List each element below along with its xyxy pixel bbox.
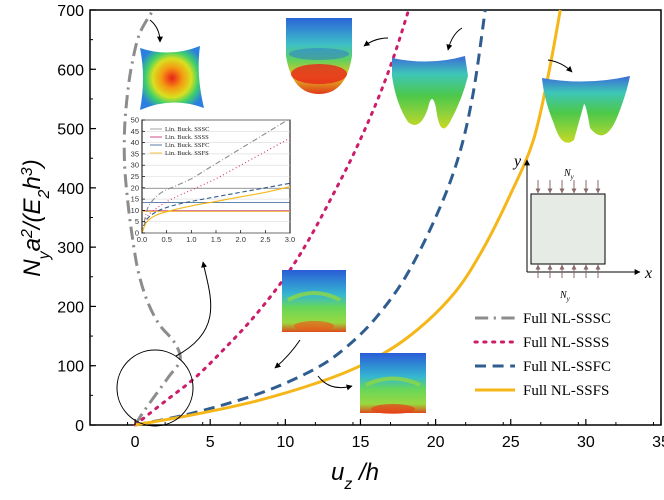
series-line-3 [134, 9, 562, 427]
deformed-plate-thumbnail-ssfs-low [360, 353, 426, 414]
x-tick-label: 20 [427, 434, 445, 451]
x-tick-label: 30 [577, 434, 595, 451]
deformed-plate-thumbnail-sssc [140, 46, 204, 110]
y-tick-label: 400 [57, 181, 84, 198]
x-tick-label: 25 [502, 434, 520, 451]
x-tick-label: 5 [206, 434, 215, 451]
inset-y-tick-label: 45 [131, 127, 139, 136]
inset-y-tick-label: 10 [131, 206, 139, 215]
arrow-sssc [149, 19, 163, 43]
series-line-2 [134, 9, 487, 427]
inset-y-tick-label: 5 [135, 217, 139, 226]
x-tick-label: 15 [352, 434, 370, 451]
plate-load-diagram: y x Ny Ny [512, 153, 652, 303]
x-axis-title: uz /h [331, 459, 379, 493]
arrow-ssfc-low [274, 339, 301, 369]
inset-series-line-2 [141, 182, 291, 234]
inset-legend-label: Lin. Buck. SSFC [165, 142, 209, 149]
main-ticks-group: 051015202530350100200300400500600700 [57, 3, 664, 451]
inset-x-tick-label: 3.0 [285, 235, 295, 244]
inset-ticks-group: 0.0 0.5 1.0 1.5 2.0 2.5 3.0 0 5 10 15 20 25 30 35 40 45 5… [131, 116, 296, 245]
y-tick-label: 500 [57, 122, 84, 139]
arrow-ssfc [446, 27, 463, 51]
x-tick-label: 35 [652, 434, 664, 451]
deformed-plate-thumbnail-ssfc-low [282, 270, 346, 332]
y-axis-title: Nya2/(E2h3) [19, 159, 53, 276]
series-line-1 [133, 8, 411, 427]
zoom-circle [116, 349, 194, 427]
inset-x-tick-label: 0.5 [161, 235, 171, 244]
inset-y-tick-label: 40 [131, 138, 139, 147]
diagram-y-label: y [512, 153, 522, 170]
y-tick-label: 300 [57, 240, 84, 257]
inset-legend-label: Lin. Buck. SSSC [165, 126, 209, 133]
inset-x-tick-label: 0.0 [137, 235, 147, 244]
inset-y-tick-label: 30 [131, 161, 139, 170]
inset-y-tick-label: 15 [131, 195, 139, 204]
zoom-arrow [175, 261, 212, 357]
inset-x-tick-label: 1.5 [211, 235, 221, 244]
inset-x-tick-label: 1.0 [186, 235, 196, 244]
legend-entry-label: Full NL-SSSC [523, 311, 611, 327]
y-tick-label: 700 [57, 3, 84, 20]
legend: Full NL-SSSC Full NL-SSSS Full NL-SSFC Full… [473, 311, 611, 399]
inset-series-line-3 [141, 186, 291, 234]
arrow-ssfs [547, 59, 573, 73]
y-tick-label: 100 [57, 359, 84, 376]
top-load-label: Ny [563, 168, 575, 181]
inset-series-line-0 [141, 119, 288, 234]
deformed-plate-thumbnail-ssfs [542, 76, 630, 143]
inset-legend-label: Lin. Buck. SSFS [165, 150, 209, 157]
y-tick-label: 600 [57, 62, 84, 79]
main-series-group [122, 8, 562, 427]
legend-entry-label: Full NL-SSFS [523, 383, 609, 399]
load-arrows [535, 180, 601, 278]
bottom-load-label: Ny [559, 290, 571, 303]
inset-x-tick-label: 2.0 [235, 235, 245, 244]
plate-rectangle [530, 193, 606, 265]
x-tick-label: 0 [131, 434, 140, 451]
diagram-x-label: x [644, 265, 652, 282]
legend-entry-label: Full NL-SSSS [523, 335, 609, 351]
y-tick-label: 0 [75, 418, 84, 435]
inset-legend-label: Lin. Buck. SSSS [165, 134, 209, 141]
inset-series-group [141, 119, 291, 234]
y-tick-label: 200 [57, 299, 84, 316]
x-tick-label: 10 [276, 434, 294, 451]
inset-y-tick-label: 0 [135, 229, 139, 238]
legend-entry-label: Full NL-SSFC [523, 359, 611, 375]
inset-series-line-1 [141, 137, 291, 234]
deformed-plate-thumbnail-ssfc [392, 56, 468, 129]
arrow-ssfs-low [317, 375, 353, 391]
inset-chart: 0.0 0.5 1.0 1.5 2.0 2.5 3.0 0 5 10 15 20 25 30 35 40 45 5… [131, 116, 296, 245]
arrow-ssss [363, 37, 389, 47]
inset-y-tick-label: 50 [131, 116, 139, 125]
inset-x-tick-label: 2.5 [260, 235, 270, 244]
inset-y-tick-label: 20 [131, 183, 139, 192]
inset-y-tick-label: 35 [131, 149, 139, 158]
deformed-plate-thumbnail-ssss [286, 18, 352, 94]
inset-y-tick-label: 25 [131, 172, 139, 181]
